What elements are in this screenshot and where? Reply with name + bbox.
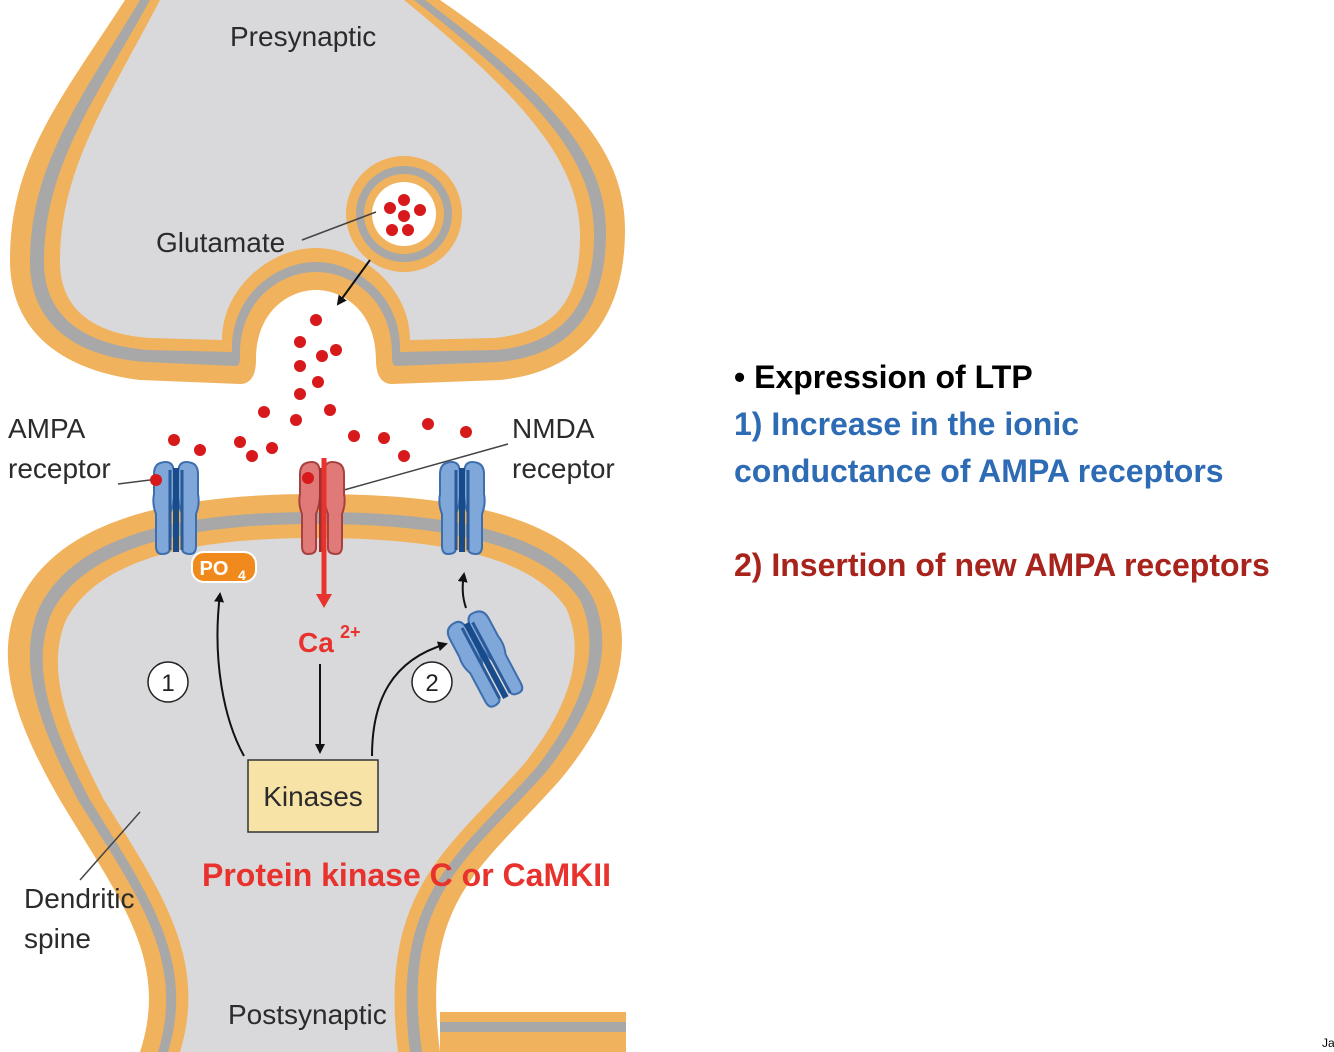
glutamate-dot [234,436,246,448]
glutamate-dot [414,204,426,216]
ampa-receptor-right [437,460,487,556]
membrane-edge-right [440,1012,626,1052]
calcium-label: Ca [298,627,334,658]
insertion-arrow [371,641,448,757]
presynaptic-membrane [10,0,625,384]
glutamate-dot [398,450,410,462]
notes-point2: 2) Insertion of new AMPA receptors [734,547,1270,583]
svg-text:1: 1 [161,670,174,697]
bound-glutamate-nmda [302,472,314,484]
svg-text:PO: PO [200,558,229,580]
nmda-leader-line [343,443,509,491]
bound-glutamate-ampa [150,474,162,486]
glutamate-dot [398,194,410,206]
glutamate-dot [402,224,414,236]
glutamate-dot [312,376,324,388]
ampa-leader-line [117,479,151,485]
svg-text:4: 4 [238,567,246,583]
ampa-label-line2: receptor [8,453,111,484]
vesicle-glutamate-dots [384,194,426,236]
nmda-label-line2: receptor [512,453,615,484]
step-2-marker: 2 [411,661,453,703]
ltp-notes: • Expression of LTP 1) Increase in the i… [734,354,1270,589]
glutamate-dot [168,434,180,446]
glutamate-dot [330,344,342,356]
notes-point1-line2: conductance of AMPA receptors [734,453,1224,489]
glutamate-dot [422,418,434,430]
dendritic-label-line2: spine [24,923,91,954]
glutamate-dot [294,360,306,372]
glutamate-dot [348,430,360,442]
glutamate-dot [398,210,410,222]
glutamate-dot [194,444,206,456]
glutamate-dot [294,336,306,348]
step-1-marker: 1 [147,661,189,703]
calcium-charge: 2+ [340,622,361,642]
membrane-insertion-arrow [457,572,468,609]
glutamate-dot [310,314,322,326]
glutamate-dot [266,442,278,454]
glutamate-dot [294,388,306,400]
notes-heading: • Expression of LTP [734,359,1033,395]
glutamate-dot [290,414,302,426]
glutamate-dot [378,432,390,444]
notes-point1-line1: 1) Increase in the ionic [734,406,1079,442]
presynaptic-label: Presynaptic [230,21,376,52]
glutamate-dot [246,450,258,462]
glutamate-dot [324,404,336,416]
dendritic-label-line1: Dendritic [24,883,134,914]
svg-text:Kinases: Kinases [263,781,363,812]
glutamate-dot [386,224,398,236]
nmda-label-line1: NMDA [512,413,595,444]
glutamate-label: Glutamate [156,227,285,258]
kinase-names-label: Protein kinase C or CaMKII [202,857,611,893]
vesicle-release-arrow [336,259,371,306]
dendritic-leader-line [79,811,141,881]
cleft-glutamate-dots [168,314,472,462]
ampa-label-line1: AMPA [8,413,86,444]
kinases-box: Kinases [247,759,379,833]
corner-text: Ja [1322,1036,1334,1050]
glutamate-dot [460,426,472,438]
postsynaptic-label: Postsynaptic [228,999,387,1030]
glutamate-leader-line [301,211,377,241]
phosphorylation-arrow [214,592,245,757]
nmda-receptor [298,460,346,556]
po4-phosphate-tag: PO 4 [191,551,257,583]
svg-text:2: 2 [425,670,438,697]
glutamate-dot [258,406,270,418]
glutamate-dot [384,202,396,214]
glutamate-dot [316,350,328,362]
